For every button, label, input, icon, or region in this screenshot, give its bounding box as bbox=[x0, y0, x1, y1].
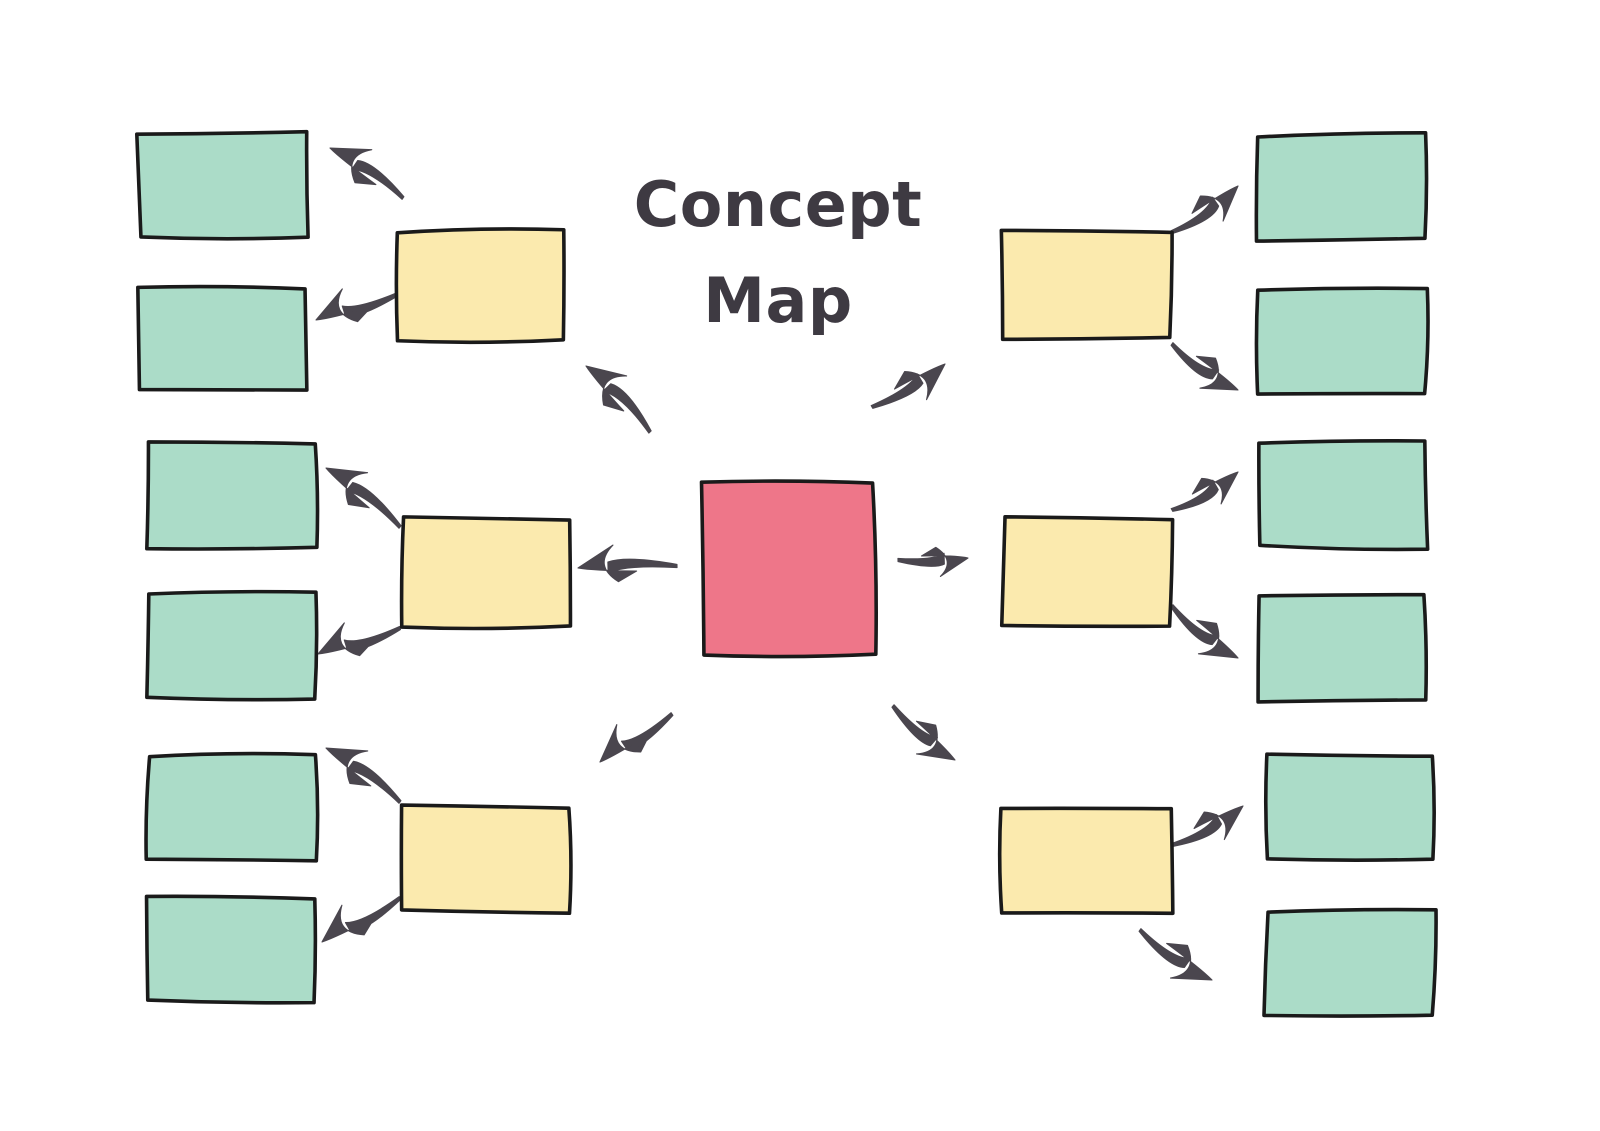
leaf-bottom-left-2[interactable] bbox=[144, 894, 318, 1005]
arrow-top-right-to-leaf-2 bbox=[1170, 342, 1239, 391]
branch-top-right[interactable] bbox=[999, 228, 1174, 342]
arrow-top-right-to-leaf-1 bbox=[1170, 185, 1239, 234]
page-title-line-2: Map bbox=[703, 263, 853, 337]
connector-layer bbox=[315, 147, 1244, 981]
branch-bottom-left[interactable] bbox=[399, 803, 573, 916]
arrow-center-to-top-left bbox=[585, 365, 652, 434]
leaf-middle-left-1[interactable] bbox=[145, 440, 320, 551]
arrow-center-to-bottom-left bbox=[599, 712, 674, 763]
arrow-bottom-right-to-leaf-1 bbox=[1170, 805, 1244, 847]
branch-bottom-right[interactable] bbox=[997, 806, 1175, 916]
leaf-bottom-right-1[interactable] bbox=[1263, 752, 1436, 862]
node-layer bbox=[135, 129, 1438, 1018]
arrow-center-to-middle-right bbox=[897, 546, 969, 577]
branch-middle-left[interactable] bbox=[399, 515, 573, 631]
leaf-top-right-1[interactable] bbox=[1254, 131, 1429, 243]
leaf-middle-right-1[interactable] bbox=[1257, 439, 1430, 552]
branch-top-left[interactable] bbox=[394, 227, 566, 345]
arrow-top-left-to-leaf-1 bbox=[329, 147, 405, 200]
arrow-middle-left-to-leaf-2 bbox=[317, 622, 402, 657]
arrow-top-left-to-leaf-2 bbox=[315, 288, 400, 323]
leaf-top-right-2[interactable] bbox=[1254, 286, 1430, 396]
leaf-top-left-1[interactable] bbox=[135, 129, 310, 241]
arrow-middle-right-to-leaf-2 bbox=[1170, 604, 1239, 659]
center-node[interactable] bbox=[699, 479, 878, 659]
arrow-center-to-top-right bbox=[870, 363, 946, 409]
arrow-middle-right-to-leaf-1 bbox=[1170, 471, 1239, 512]
branch-middle-right[interactable] bbox=[999, 515, 1175, 629]
leaf-top-left-2[interactable] bbox=[136, 284, 309, 392]
leaf-bottom-left-1[interactable] bbox=[144, 751, 320, 863]
arrow-middle-left-to-leaf-1 bbox=[325, 467, 402, 529]
page-title-line-1: Concept bbox=[633, 167, 923, 241]
arrow-bottom-right-to-leaf-2 bbox=[1138, 928, 1213, 981]
leaf-middle-right-2[interactable] bbox=[1256, 592, 1429, 704]
arrow-center-to-bottom-right bbox=[891, 704, 956, 761]
arrow-bottom-left-to-leaf-2 bbox=[321, 896, 402, 943]
arrow-center-to-middle-left bbox=[577, 544, 678, 583]
leaf-bottom-right-2[interactable] bbox=[1262, 907, 1438, 1018]
arrow-bottom-left-to-leaf-1 bbox=[325, 747, 402, 804]
leaf-middle-left-2[interactable] bbox=[145, 589, 319, 702]
